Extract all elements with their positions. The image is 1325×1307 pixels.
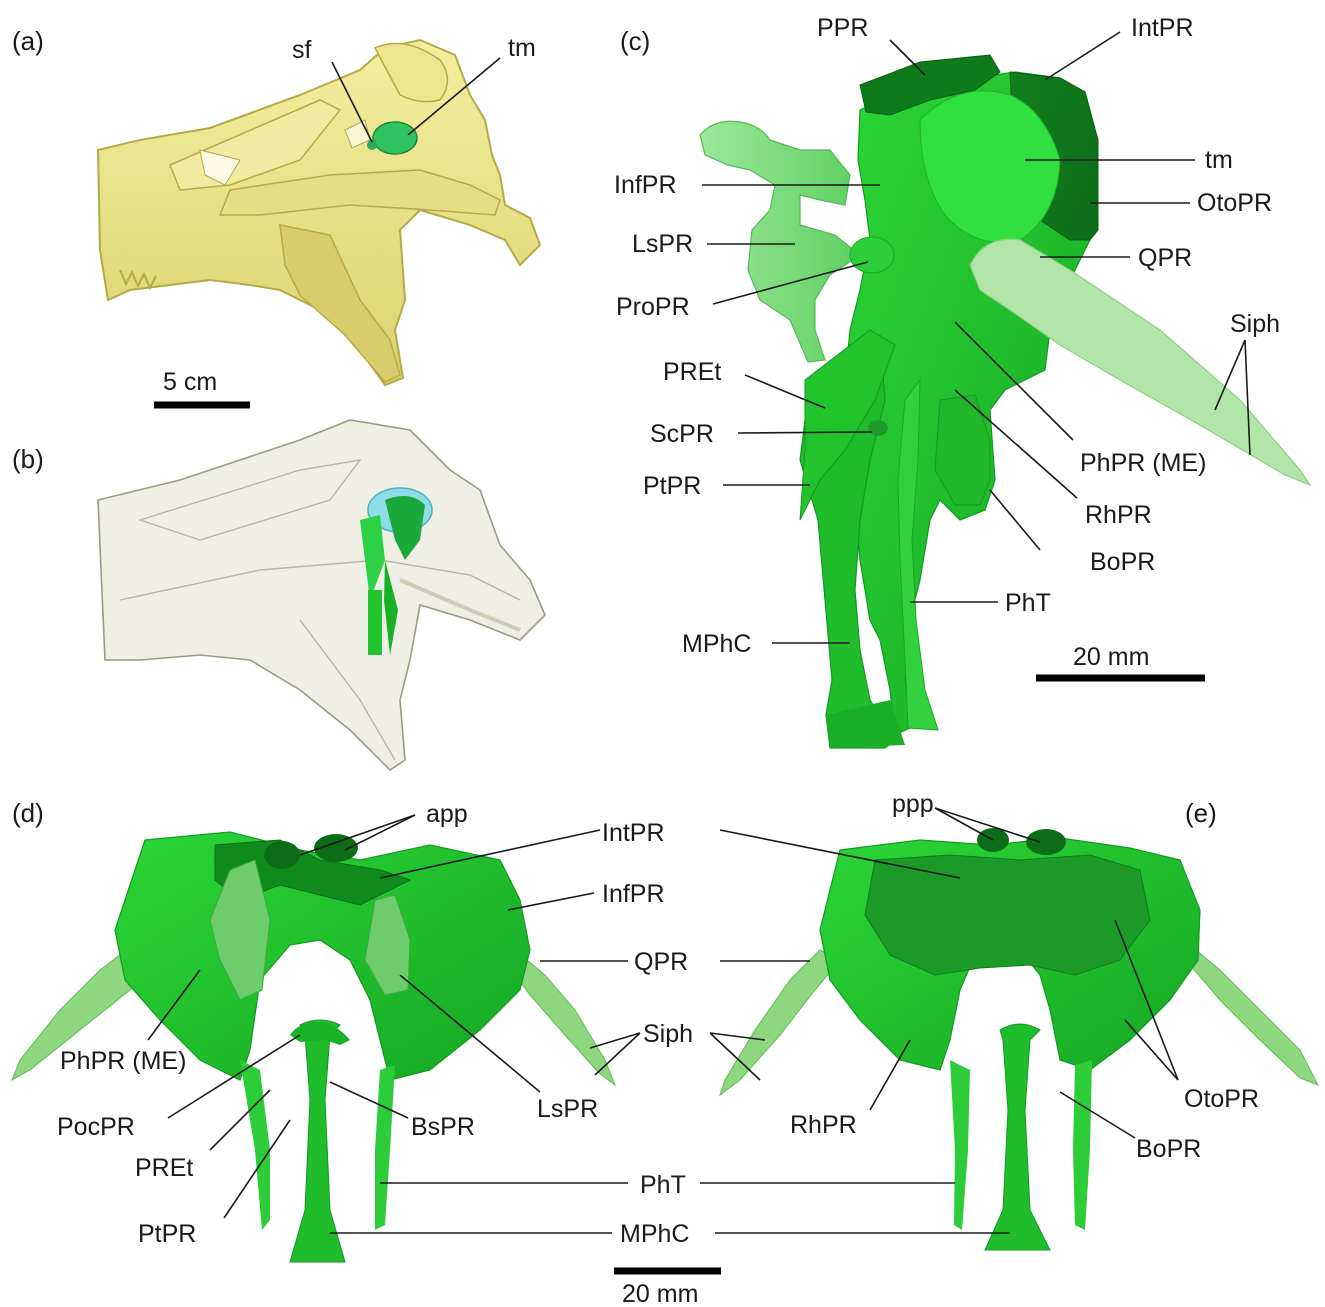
label-c-QPR: QPR: [1138, 244, 1192, 272]
label-d-MPhC: MPhC: [620, 1220, 689, 1248]
label-d-PhPR: PhPR (ME): [60, 1047, 186, 1075]
label-d-PtPR: PtPR: [138, 1220, 196, 1248]
label-c-ScPR: ScPR: [650, 420, 714, 448]
label-d-PocPR: PocPR: [57, 1113, 135, 1141]
label-d-InfPR: InfPR: [602, 880, 665, 908]
label-d-app: app: [426, 800, 468, 828]
label-d-Siph: Siph: [643, 1020, 693, 1048]
scale-bar-a-label: 5 cm: [163, 368, 217, 396]
label-d-PREt: PREt: [135, 1154, 193, 1182]
label-a-tm: tm: [508, 34, 536, 62]
label-e-ppp: ppp: [892, 790, 934, 818]
label-c-PREt: PREt: [663, 358, 721, 386]
label-d-LsPR: LsPR: [537, 1095, 598, 1123]
label-c-PhT: PhT: [1005, 589, 1051, 617]
label-a-sf: sf: [292, 36, 312, 64]
panel-c-label: (c): [620, 26, 650, 56]
label-c-BoPR: BoPR: [1090, 548, 1155, 576]
label-d-IntPR: IntPR: [602, 819, 665, 847]
scale-bar-de-label: 20 mm: [622, 1280, 698, 1307]
label-c-Siph: Siph: [1230, 310, 1280, 338]
label-e-OtoPR: OtoPR: [1184, 1085, 1259, 1113]
label-c-MPhC: MPhC: [682, 630, 751, 658]
panel-e-model: [720, 828, 1318, 1250]
panel-b-label: (b): [12, 444, 44, 474]
scale-bar-c-label: 20 mm: [1073, 643, 1149, 671]
label-d-BsPR: BsPR: [411, 1113, 475, 1141]
label-c-LsPR: LsPR: [632, 230, 693, 258]
label-c-RhPR: RhPR: [1085, 501, 1152, 529]
label-e-BoPR: BoPR: [1136, 1135, 1201, 1163]
panel-b-skull-transparent: [98, 420, 545, 770]
label-c-OtoPR: OtoPR: [1197, 189, 1272, 217]
label-c-tm: tm: [1205, 146, 1233, 174]
label-c-PPR: PPR: [817, 14, 868, 42]
label-d-QPR: QPR: [634, 948, 688, 976]
panel-a-skull: [98, 40, 540, 385]
label-c-ProPR: ProPR: [616, 293, 690, 321]
label-e-RhPR: RhPR: [790, 1111, 857, 1139]
label-c-PtPR: PtPR: [643, 472, 701, 500]
panel-d-label: (d): [12, 798, 44, 828]
tympanic-membrane-shape: [373, 122, 417, 154]
label-d-PhT: PhT: [640, 1171, 686, 1199]
panel-e-label: (e): [1185, 798, 1217, 828]
label-c-IntPR: IntPR: [1131, 14, 1194, 42]
panel-a-label: (a): [12, 26, 44, 56]
label-c-InfPR: InfPR: [614, 171, 677, 199]
label-c-PhPR: PhPR (ME): [1080, 449, 1206, 477]
